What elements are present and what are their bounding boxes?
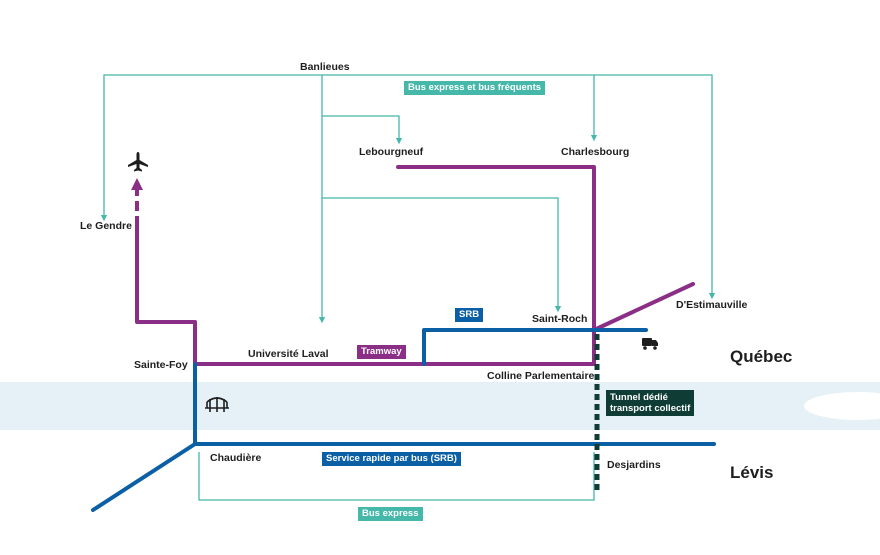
label-lebourgneuf: Lebourgneuf xyxy=(359,146,424,158)
tag-bus-express-frequent: Bus express et bus fréquents xyxy=(404,81,546,95)
label-charlesbourg: Charlesbourg xyxy=(561,146,630,158)
tag-srb: SRB xyxy=(455,308,484,322)
airplane-icon xyxy=(128,152,148,172)
bus-line-estimauville xyxy=(594,74,716,300)
tag-srb-long: Service rapide par bus (SRB) xyxy=(322,452,461,466)
label-chaudiere: Chaudière xyxy=(210,452,262,464)
bus-express-lines xyxy=(100,74,716,501)
tag-tunnel-line2: transport collectif xyxy=(610,403,691,414)
label-le-gendre: Le Gendre xyxy=(80,220,132,232)
tag-tunnel-line1: Tunnel dédié xyxy=(610,392,668,403)
city-levis: Lévis xyxy=(730,463,774,482)
label-saint-roch: Saint-Roch xyxy=(532,313,588,325)
tag-tunnel: Tunnel dédié transport collectif xyxy=(606,390,695,416)
bus-express-levis-loop xyxy=(198,452,595,501)
bus-line-le-gendre xyxy=(100,74,322,222)
tag-bus-express: Bus express xyxy=(358,507,423,521)
label-universite-laval: Université Laval xyxy=(248,348,329,360)
label-colline-parlementaire: Colline Parlementaire xyxy=(487,370,595,382)
label-desjardins: Desjardins xyxy=(607,459,661,471)
label-estimauville: D'Estimauville xyxy=(676,299,748,311)
bus-line-lebourgneuf xyxy=(322,115,403,145)
label-sainte-foy: Sainte-Foy xyxy=(134,359,188,371)
label-banlieues: Banlieues xyxy=(300,61,350,73)
tag-tramway: Tramway xyxy=(357,345,406,359)
bus-line-saint-roch xyxy=(322,197,562,313)
tramway-line xyxy=(135,165,695,366)
airport-arrow xyxy=(131,178,143,190)
bridge-icon xyxy=(205,397,229,412)
saint-lawrence-river xyxy=(0,382,880,430)
city-quebec: Québec xyxy=(730,347,793,366)
truck-icon xyxy=(642,338,658,350)
srb-line xyxy=(91,328,716,512)
river-island xyxy=(804,392,880,420)
